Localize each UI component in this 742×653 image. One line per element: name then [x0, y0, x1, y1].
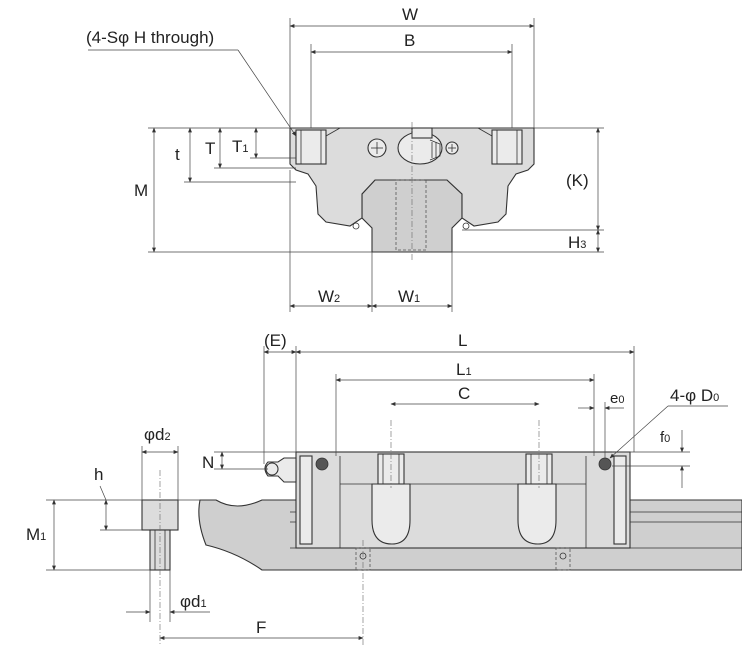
label-D0: 4-φ D0 — [670, 386, 719, 405]
side-right-screw-icon — [598, 457, 612, 471]
label-d2: φd2 — [144, 425, 171, 444]
label-T: T — [205, 139, 215, 158]
label-W1: W1 — [398, 287, 420, 306]
label-T1: T1 — [232, 137, 249, 156]
label-C: C — [458, 384, 470, 403]
label-t: t — [175, 145, 180, 164]
label-F: F — [256, 618, 266, 637]
label-h: h — [94, 465, 103, 484]
label-K: (K) — [566, 171, 589, 190]
side-left-screw-icon — [315, 457, 329, 471]
label-M: M — [134, 181, 148, 200]
side-view: L (E) L1 C e0 4-φ D0 f0 N — [26, 331, 742, 646]
label-H3: H3 — [568, 233, 586, 252]
label-f0: f0 — [660, 429, 670, 446]
label-d1: φd1 — [180, 592, 207, 611]
label-M1: M1 — [26, 525, 46, 544]
front-view: W B (4-Sφ H through) M t T T1 (K) H3 — [86, 5, 604, 312]
label-through-hole-note: (4-Sφ H through) — [86, 28, 214, 47]
side-carriage — [295, 451, 631, 549]
label-W2: W2 — [318, 287, 340, 306]
label-E: (E) — [264, 331, 287, 350]
front-left-hole — [295, 129, 327, 165]
label-L: L — [458, 331, 467, 350]
front-right-hole — [491, 129, 523, 165]
label-e0: e0 — [610, 390, 624, 407]
label-N: N — [202, 453, 214, 472]
label-B: B — [404, 31, 415, 50]
label-L1: L1 — [456, 360, 472, 379]
label-W: W — [402, 5, 418, 24]
